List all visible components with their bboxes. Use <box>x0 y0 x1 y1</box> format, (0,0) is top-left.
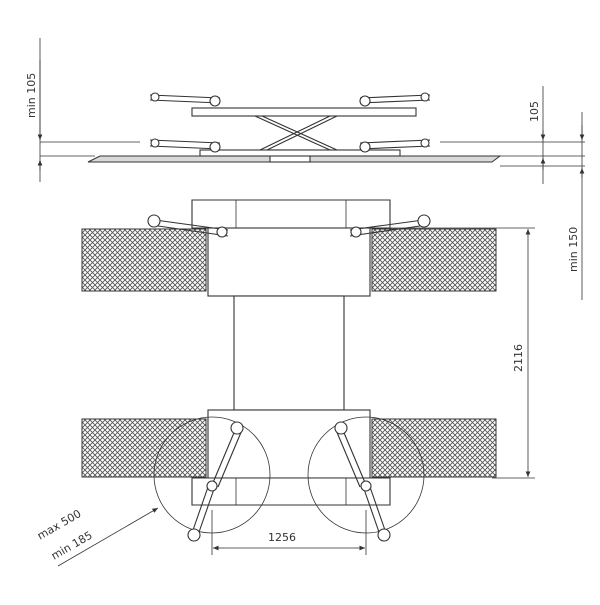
scissor-arm-b <box>259 115 331 151</box>
bottom-crossbar <box>191 477 391 506</box>
lower-bar <box>199 149 401 157</box>
wheel-pad-top-right <box>371 228 497 292</box>
wheel-pad-bottom-right <box>371 418 497 478</box>
upper-left-arms <box>149 92 221 153</box>
wheel-pad-bottom-left <box>81 418 207 478</box>
dim-min-150-label: min 150 <box>567 227 580 272</box>
top-body-block <box>207 227 371 297</box>
dim-105-label: 105 <box>528 101 541 122</box>
center-column <box>233 295 345 411</box>
top-crossbar <box>191 199 391 229</box>
bottom-right-arms <box>334 421 391 542</box>
dim-2116-label: 2116 <box>512 344 525 372</box>
bottom-body-block <box>207 409 371 479</box>
dim-1256-label: 1256 <box>268 531 296 544</box>
wheel-pad-top-left <box>81 228 207 292</box>
plan-view: 2116 1256 max 500 min 185 <box>35 199 535 567</box>
dim-min-105-label: min 105 <box>25 73 38 118</box>
side-view: min 105 105 min 150 <box>25 38 585 300</box>
leader-radius <box>57 507 159 567</box>
upper-right-arms <box>359 92 431 153</box>
scissor-arm-a <box>254 115 331 151</box>
bottom-left-arms <box>187 421 244 542</box>
upper-platform <box>191 107 417 117</box>
